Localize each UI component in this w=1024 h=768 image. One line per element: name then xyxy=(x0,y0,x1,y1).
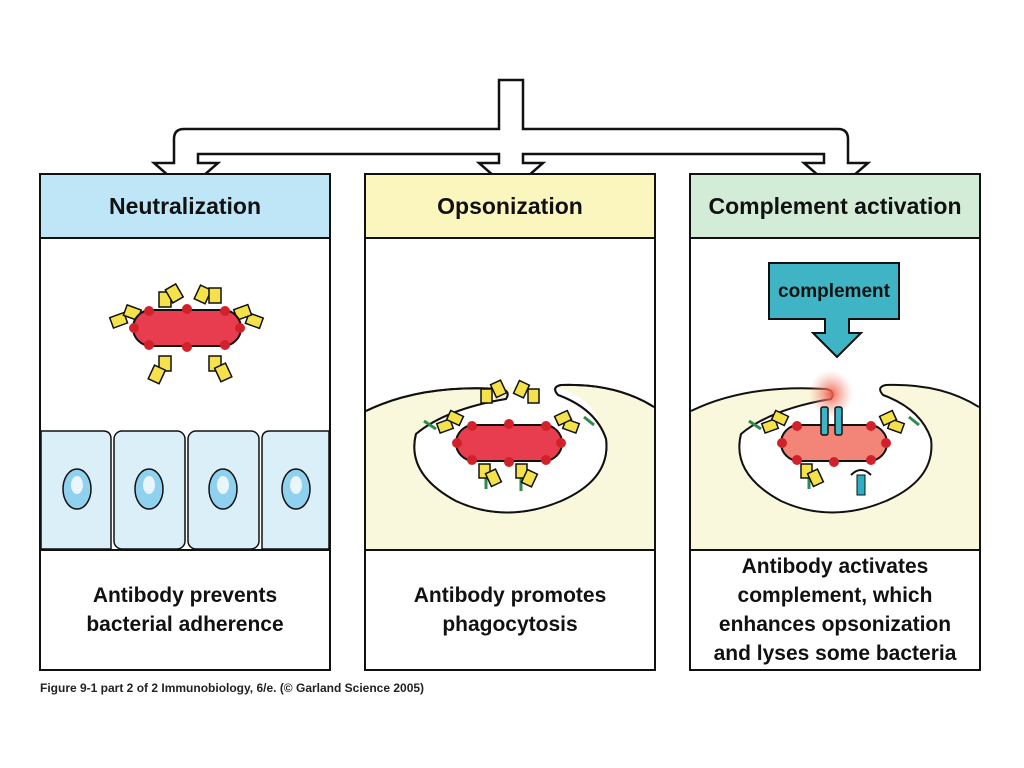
opsonization-header: Opsonization xyxy=(366,175,654,239)
caption-line: Antibody activates xyxy=(741,555,929,578)
figure-credit: Figure 9-1 part 2 of 2 Immunobiology, 6/… xyxy=(40,681,425,695)
caption-line: Antibody prevents xyxy=(92,584,278,607)
opsonization-illustration xyxy=(366,239,654,549)
opsonization-panel: Opsonization xyxy=(364,173,656,671)
caption-line: enhances opsonization xyxy=(718,613,952,636)
complement-header: Complement activation xyxy=(691,175,979,239)
antigen-dots xyxy=(452,419,566,467)
antibody-cluster xyxy=(108,282,265,385)
phagocyte xyxy=(691,384,979,549)
antibody-cluster xyxy=(435,379,581,488)
complement-receptor xyxy=(850,469,872,496)
caption-line: Antibody promotes xyxy=(413,584,607,607)
caption-line: and lyses some bacteria xyxy=(713,642,957,665)
complement-caption: Antibody activates complement, which enh… xyxy=(691,549,979,669)
caption-line: complement, which xyxy=(737,584,933,607)
antigen-dots xyxy=(129,304,245,352)
opsonized-bacterium xyxy=(108,282,265,385)
opsonization-caption: Antibody promotes phagocytosis xyxy=(366,549,654,669)
caption-line: phagocytosis xyxy=(442,613,578,636)
branching-arrows xyxy=(150,78,872,193)
neutralization-illustration xyxy=(41,239,329,549)
epithelial-cells xyxy=(41,430,329,549)
neutralization-caption: Antibody prevents bacterial adherence xyxy=(41,549,329,669)
antibody-cluster xyxy=(760,409,906,488)
caption-line: bacterial adherence xyxy=(86,613,284,636)
membrane-attack-complex xyxy=(820,406,843,436)
complement-label: complement xyxy=(778,281,891,302)
neutralization-header: Neutralization xyxy=(41,175,329,239)
complement-arrow xyxy=(768,262,900,359)
complement-panel: Complement activation complement xyxy=(689,173,981,671)
neutralization-panel: Neutralization xyxy=(39,173,331,671)
antigen-dots xyxy=(777,421,891,467)
lysis-glow xyxy=(809,370,853,418)
complement-illustration: complement xyxy=(691,239,979,549)
